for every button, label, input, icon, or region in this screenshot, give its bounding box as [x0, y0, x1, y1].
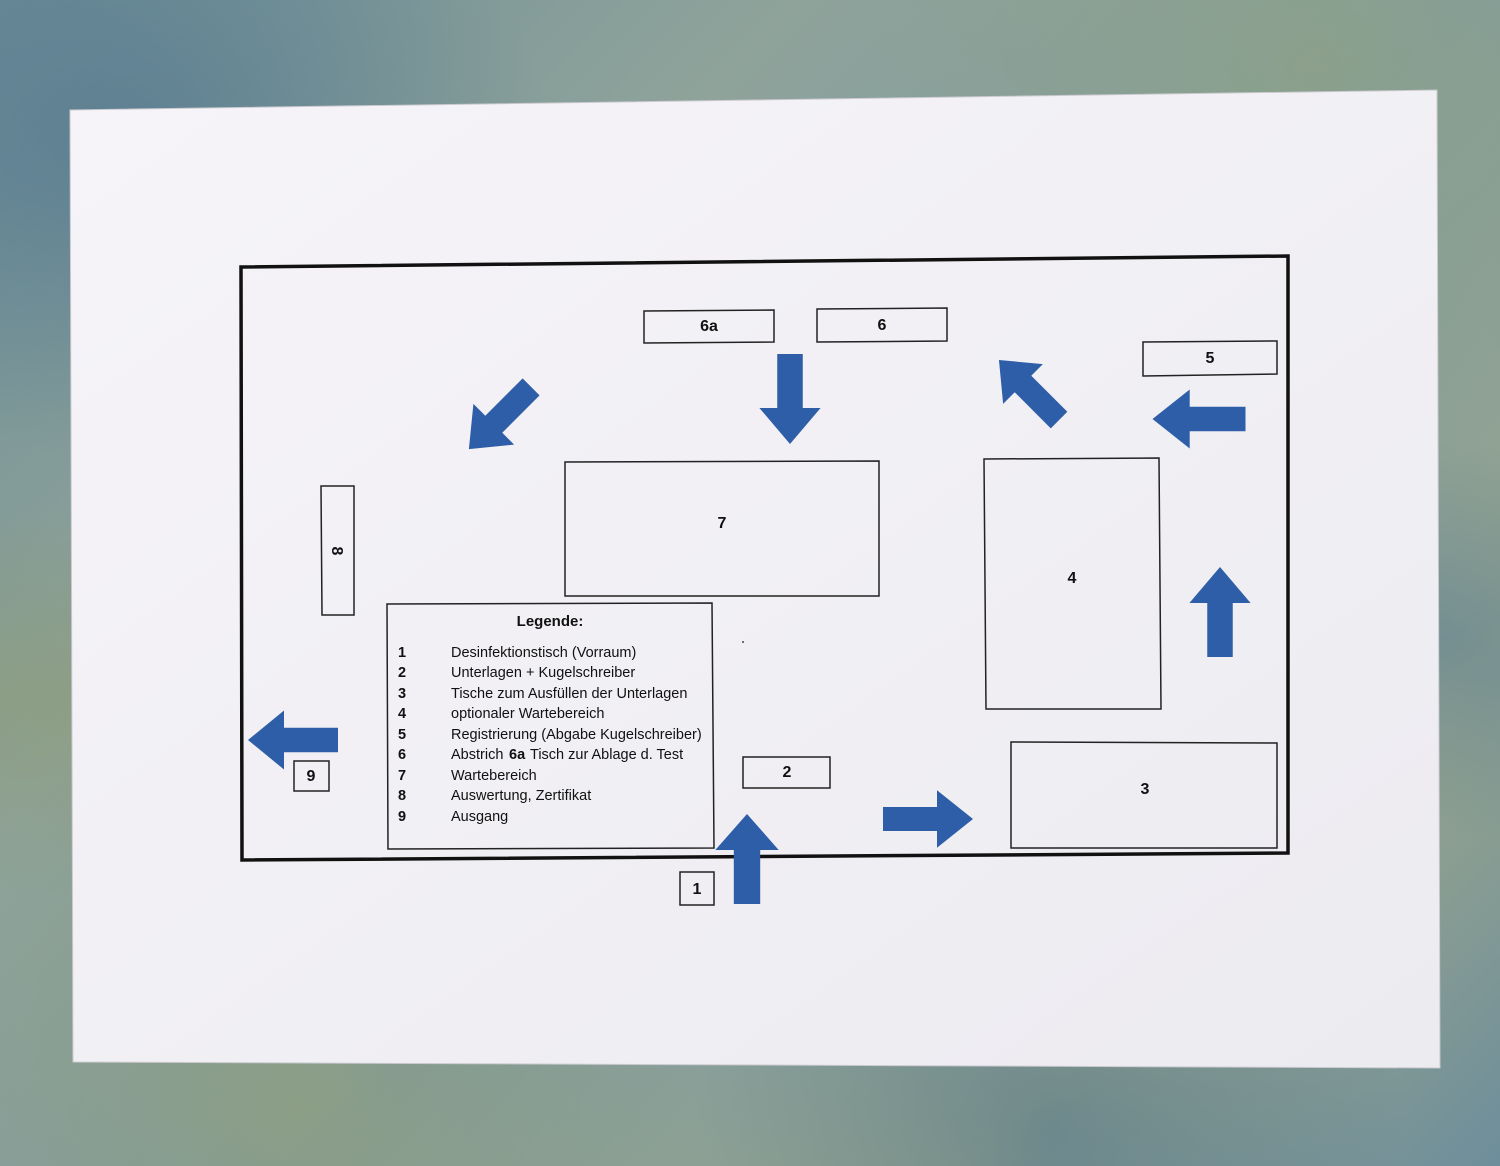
- legend-text-8: Auswertung, Zertifikat: [451, 788, 591, 804]
- legend-text-1: Desinfektionstisch (Vorraum): [451, 645, 636, 661]
- legend-text-5: Registrierung (Abgabe Kugelschreiber): [451, 727, 702, 743]
- station-8-label: 8: [328, 547, 345, 556]
- station-9-box: [293, 760, 330, 792]
- station-5-label: 5: [1206, 350, 1215, 367]
- legend-row: 6 Abstrich 6a Tisch zur Ablage d. Test: [398, 747, 683, 763]
- station-6a-label: 6a: [700, 318, 718, 335]
- legend-text-6a: Tisch zur Ablage d. Test: [530, 747, 683, 763]
- station-1-box: [679, 871, 715, 906]
- legend-row: 3 Tische zum Ausfüllen der Unterlagen: [398, 686, 687, 702]
- legend-num-8: 8: [398, 788, 406, 804]
- legend-row: 5 Registrierung (Abgabe Kugelschreiber): [398, 727, 702, 743]
- legend-text-4: optionaler Wartebereich: [451, 706, 604, 722]
- station-9-label: 9: [307, 768, 316, 785]
- station-4-label: 4: [1068, 570, 1077, 587]
- station-8-box: [320, 485, 355, 616]
- station-7-label: 7: [718, 515, 727, 532]
- station-6-label: 6: [878, 317, 887, 334]
- legend-row: 7 Wartebereich: [398, 768, 537, 784]
- legend-text-2: Unterlagen + Kugelschreiber: [451, 665, 635, 681]
- legend-text-3: Tische zum Ausfüllen der Unterlagen: [451, 686, 687, 702]
- legend-row: 1 Desinfektionstisch (Vorraum): [398, 645, 636, 661]
- station-2-box: [742, 756, 831, 789]
- legend-row: 4 optionaler Wartebereich: [398, 706, 604, 722]
- legend-text-6: Abstrich: [451, 747, 503, 763]
- paper-sheet: [69, 89, 1441, 1069]
- station-3-box: [1010, 741, 1278, 849]
- legend-box: [386, 602, 715, 850]
- legend-text-9: Ausgang: [451, 809, 508, 825]
- legend-num-3: 3: [398, 686, 406, 702]
- legend-text-6a-num: 6a: [509, 747, 526, 763]
- station-5-box: [1142, 340, 1278, 377]
- legend: Legende: 1 Desinfektionstisch (Vorraum) …: [398, 613, 702, 825]
- legend-num-6: 6: [398, 747, 406, 763]
- station-2-label: 2: [783, 764, 792, 781]
- legend-num-5: 5: [398, 727, 406, 743]
- station-7-box: [564, 460, 880, 597]
- legend-num-9: 9: [398, 809, 406, 825]
- legend-text-7: Wartebereich: [451, 768, 537, 784]
- legend-row: 2 Unterlagen + Kugelschreiber: [398, 665, 635, 681]
- legend-num-4: 4: [398, 706, 406, 722]
- station-6a-box: [643, 309, 775, 344]
- station-1-label: 1: [693, 881, 702, 898]
- legend-row: 9 Ausgang: [398, 809, 508, 825]
- legend-num-1: 1: [398, 645, 406, 661]
- legend-num-2: 2: [398, 665, 406, 681]
- station-3-label: 3: [1141, 781, 1150, 798]
- room-outline: [239, 254, 1290, 862]
- legend-title: Legende:: [517, 613, 584, 630]
- legend-num-7: 7: [398, 768, 406, 784]
- station-6-box: [816, 307, 948, 343]
- station-4-box: [983, 457, 1162, 710]
- stray-dot: [742, 641, 744, 643]
- legend-row: 8 Auswertung, Zertifikat: [398, 788, 591, 804]
